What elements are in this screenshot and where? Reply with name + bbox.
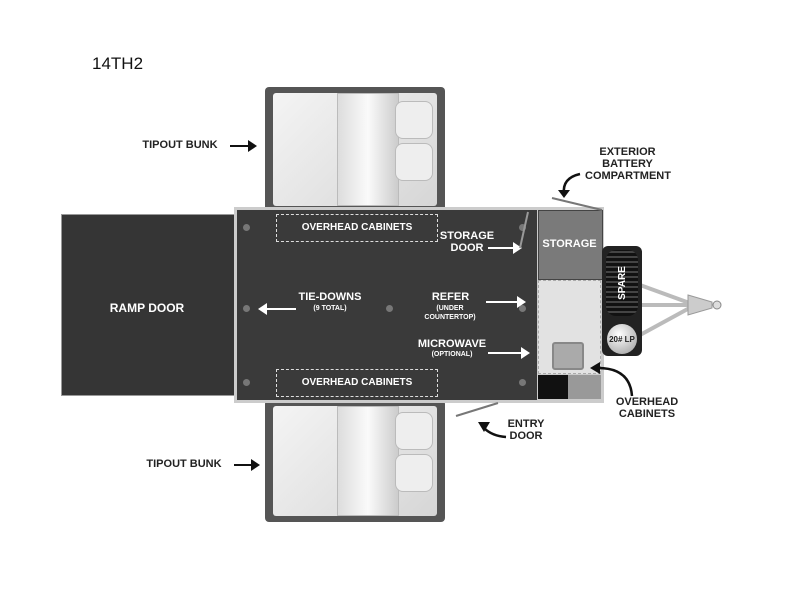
overhead-cabinets-top: OVERHEAD CABINETS — [276, 214, 438, 242]
overhead-cabinets-bottom: OVERHEAD CABINETS — [276, 369, 438, 397]
microwave-label: MICROWAVE — [417, 338, 487, 350]
callout-arrows — [455, 172, 634, 439]
storage-door-label: STORAGE DOOR — [439, 230, 495, 254]
tie-downs-label: TIE-DOWNS — [298, 291, 362, 303]
overhead-cabinets-right-label: OVERHEAD CABINETS — [615, 396, 679, 420]
kitchen-counter — [538, 280, 601, 374]
ramp-door-label: RAMP DOOR — [109, 301, 185, 315]
refer-label: REFER — [431, 291, 470, 303]
hitch — [639, 283, 722, 337]
tipout-bunk-top-label: TIPOUT BUNK — [142, 139, 218, 151]
tipout-bunk-bottom-label: TIPOUT BUNK — [146, 458, 222, 470]
stove — [538, 375, 568, 399]
model-name: 14TH2 — [92, 54, 144, 73]
tipout-bunk-bottom — [265, 400, 445, 522]
storage — [538, 210, 603, 280]
sink — [552, 342, 584, 370]
ramp-door — [61, 214, 235, 396]
lp-tank — [607, 324, 637, 354]
storage-label: STORAGE — [542, 238, 597, 250]
entry-door-label: ENTRY DOOR — [507, 418, 545, 442]
tipout-bunk-top — [265, 87, 445, 212]
exterior-battery-label: EXTERIOR BATTERY COMPARTMENT — [585, 146, 671, 182]
